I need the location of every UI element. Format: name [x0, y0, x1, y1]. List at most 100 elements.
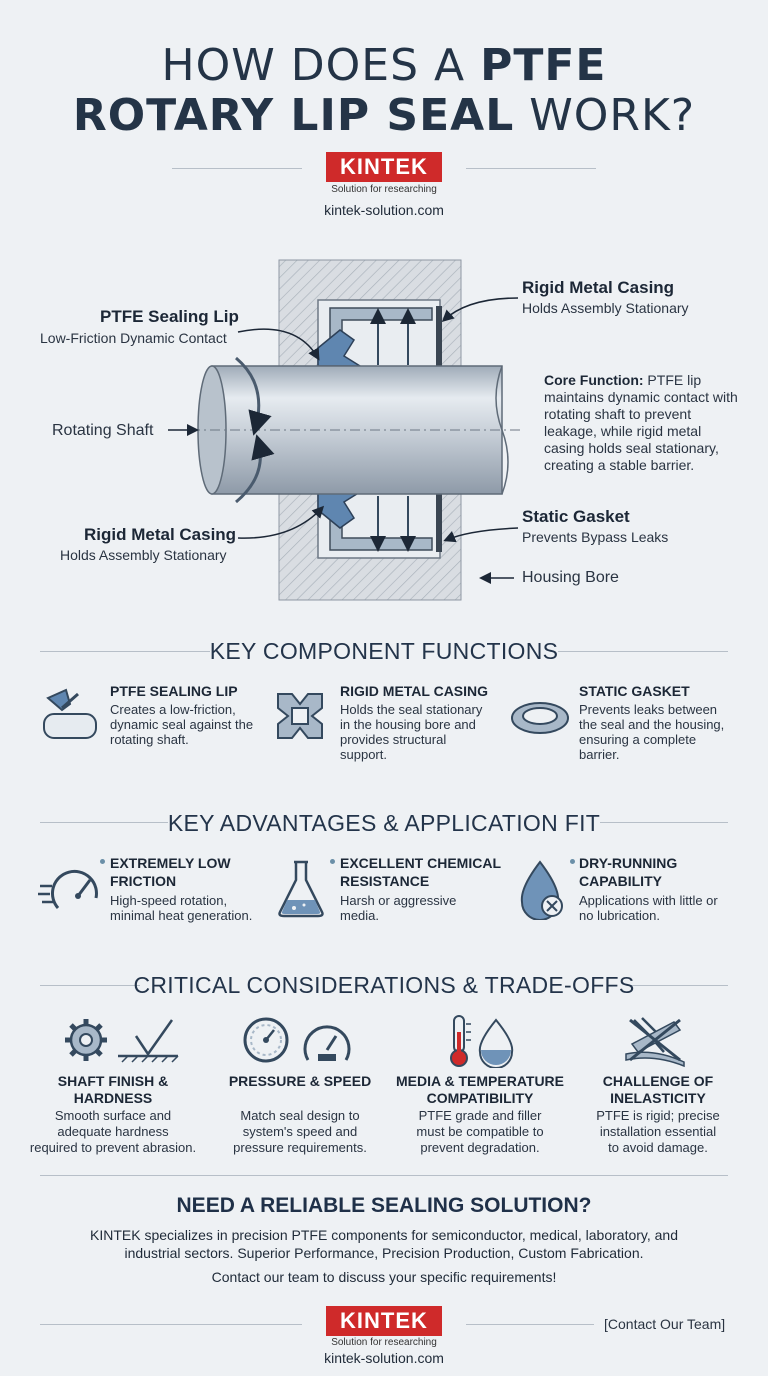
title-line: DRY-RUNNING: [579, 855, 678, 871]
speedometer-icon: [38, 869, 98, 909]
title-line: HARDNESS: [73, 1090, 153, 1106]
divider: [40, 651, 210, 652]
desc-line: no lubrication.: [579, 908, 660, 923]
desc-line: barrier.: [579, 747, 620, 762]
core-function-body: PTFE lip maintains dynamic contact with …: [544, 372, 738, 473]
component-desc: Creates a low-friction, dynamic seal aga…: [110, 702, 253, 747]
core-function-text: Core Function: PTFE lip maintains dynami…: [544, 372, 744, 474]
rotation-arrow: [235, 356, 272, 436]
gasket-sub: Prevents Bypass Leaks: [522, 529, 669, 545]
cta-line-2: industrial sectors. Superior Performance…: [124, 1245, 644, 1261]
title-line: CHALLENGE OF: [602, 1073, 714, 1089]
advantage-title: DRY-RUNNING CAPABILITY: [579, 854, 677, 890]
title-regular: HOW DOES A: [161, 40, 481, 91]
title-line: EXCELLENT CHEMICAL: [340, 855, 501, 871]
title-line: SHAFT FINISH &: [57, 1073, 169, 1089]
divider: [40, 822, 168, 823]
desc-line: minimal heat generation.: [110, 908, 253, 923]
website-url[interactable]: kintek-solution.com: [324, 1350, 444, 1366]
title-line: CAPABILITY: [579, 873, 662, 889]
consideration-title: MEDIA & TEMPERATURE COMPATIBILITY: [392, 1073, 568, 1107]
consideration-title: CHALLENGE OF INELASTICITY: [580, 1073, 736, 1107]
title-line-2: ROTARY LIP SEAL WORK?: [0, 90, 768, 141]
flask-icon: [278, 860, 324, 918]
title-line: COMPATIBILITY: [426, 1090, 534, 1106]
desc-line: must be compatible to: [416, 1124, 544, 1139]
title-line: RESISTANCE: [340, 873, 430, 889]
bullet-dot: [100, 859, 105, 864]
advantage-title: EXCELLENT CHEMICAL RESISTANCE: [340, 854, 501, 890]
bullet-dot: [330, 859, 335, 864]
component-desc: Holds the seal stationary in the housing…: [340, 702, 482, 762]
desc-line: the seal and the housing,: [579, 717, 725, 732]
casing-bottom-sub: Holds Assembly Stationary: [60, 547, 227, 563]
consideration-desc: PTFE grade and filler must be compatible…: [398, 1108, 562, 1156]
component-title: STATIC GASKET: [579, 683, 690, 699]
desc-line: Prevents leaks between: [579, 702, 718, 717]
gasket-top: [436, 306, 442, 368]
thermometer-icon: [450, 1015, 514, 1068]
gear-icon: [65, 1019, 179, 1063]
desc-line: adequate hardness: [57, 1124, 169, 1139]
divider: [466, 1324, 594, 1325]
rotation-arrow: [235, 434, 275, 504]
title-bold: ROTARY LIP SEAL: [72, 90, 515, 141]
title-line: FRICTION: [110, 873, 177, 889]
desc-line: PTFE is rigid; precise: [596, 1108, 720, 1123]
cta-title: NEED A RELIABLE SEALING SOLUTION?: [176, 1194, 592, 1217]
ptfe-lip-title: PTFE Sealing Lip: [100, 307, 239, 326]
divider: [40, 985, 140, 986]
rigid-seal-icon: [625, 1017, 685, 1068]
bullet-dot: [570, 859, 575, 864]
title-line: EXTREMELY LOW: [110, 855, 231, 871]
gasket-bottom: [436, 490, 442, 552]
advantage-desc: Harsh or aggressive media.: [340, 893, 456, 923]
advantage-title: EXTREMELY LOW FRICTION: [110, 854, 231, 890]
consideration-desc: Smooth surface and adequate hardness req…: [26, 1108, 200, 1156]
no-drop-icon: [520, 860, 563, 920]
housing-label: Housing Bore: [522, 569, 619, 586]
desc-line: system's speed and: [242, 1124, 358, 1139]
consideration-title: PRESSURE & SPEED: [220, 1073, 380, 1090]
casing-top-sub: Holds Assembly Stationary: [522, 300, 689, 316]
component-desc: Prevents leaks between the seal and the …: [579, 702, 724, 762]
advantage-desc: Applications with little or no lubricati…: [579, 893, 718, 923]
website-url[interactable]: kintek-solution.com: [324, 202, 444, 218]
advantage-desc: High-speed rotation, minimal heat genera…: [110, 893, 252, 923]
kintek-logo: KINTEK: [326, 152, 442, 182]
divider: [40, 1175, 728, 1176]
desc-line: pressure requirements.: [233, 1140, 367, 1155]
title-line: PRESSURE & SPEED: [228, 1073, 372, 1089]
component-title: PTFE SEALING LIP: [110, 683, 238, 699]
title-line: MEDIA & TEMPERATURE: [396, 1073, 564, 1089]
desc-line: Applications with little or: [579, 893, 718, 908]
component-title: RIGID METAL CASING: [340, 683, 489, 699]
divider: [628, 985, 728, 986]
gauge-icon: [243, 1017, 351, 1063]
consideration-title: SHAFT FINISH & HARDNESS: [40, 1073, 186, 1107]
advantages-title: KEY ADVANTAGES & APPLICATION FIT: [167, 810, 601, 836]
desc-line: Creates a low-friction,: [110, 702, 236, 717]
title-regular: WORK?: [514, 90, 696, 141]
consideration-desc: PTFE is rigid; precise installation esse…: [580, 1108, 736, 1156]
desc-line: Holds the seal stationary: [340, 702, 483, 717]
contact-team-link[interactable]: [Contact Our Team]: [604, 1316, 726, 1332]
casing-top-title: Rigid Metal Casing: [522, 278, 675, 297]
kintek-logo: KINTEK: [326, 1306, 442, 1336]
title-line: INELASTICITY: [610, 1090, 706, 1106]
casing-icon: [277, 693, 323, 739]
desc-line: required to prevent abrasion.: [29, 1140, 197, 1155]
desc-line: rotating shaft.: [110, 732, 189, 747]
divider: [558, 651, 728, 652]
lip-icon: [43, 688, 97, 739]
desc-line: High-speed rotation,: [110, 893, 228, 908]
desc-line: support.: [340, 747, 387, 762]
components-title: KEY COMPONENT FUNCTIONS: [209, 638, 559, 664]
desc-line: to avoid damage.: [608, 1140, 708, 1155]
casing-bottom-title: Rigid Metal Casing: [84, 525, 237, 544]
gasket-icon: [511, 702, 569, 734]
considerations-title: CRITICAL CONSIDERATIONS & TRADE-OFFS: [133, 972, 635, 998]
desc-line: PTFE grade and filler: [418, 1108, 542, 1123]
desc-line: ensuring a complete: [579, 732, 697, 747]
desc-line: provides structural: [340, 732, 447, 747]
